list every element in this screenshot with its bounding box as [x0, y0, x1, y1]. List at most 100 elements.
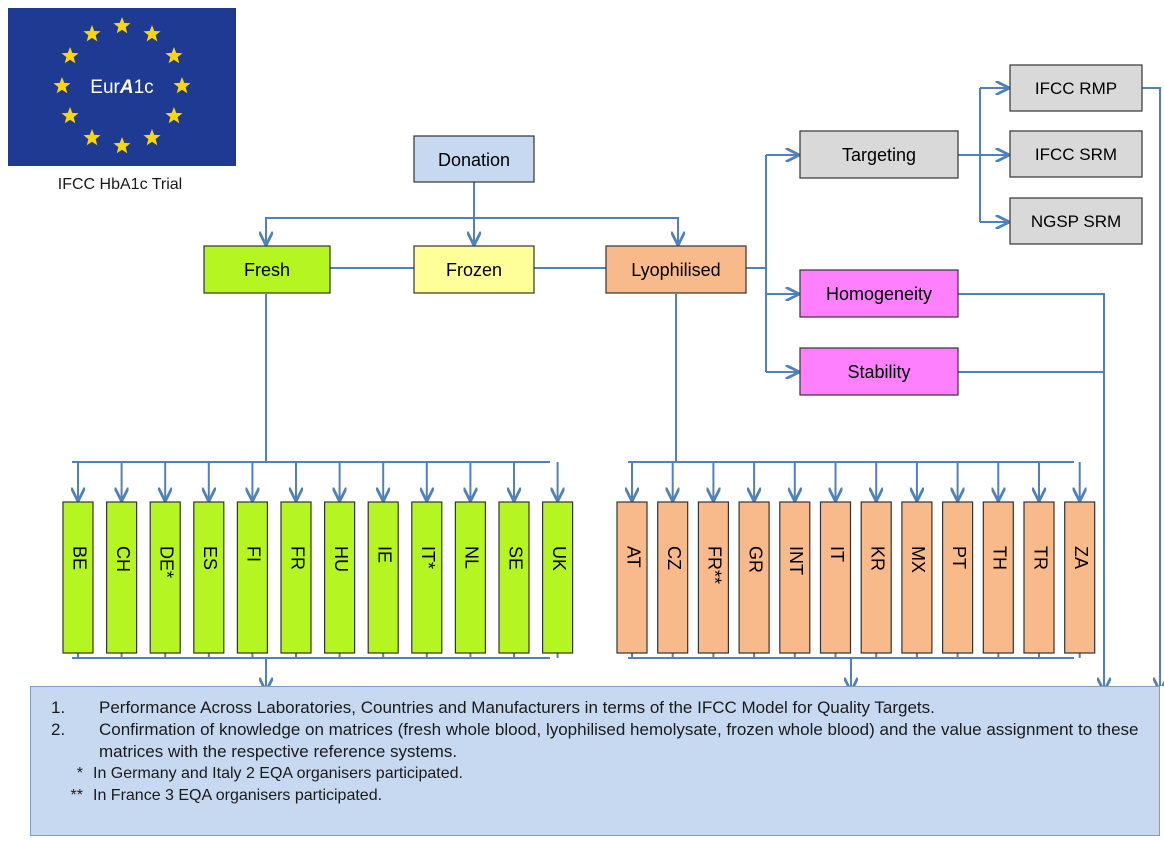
country-box-rect [982, 501, 1014, 654]
fresh-country-box: DE* [149, 501, 181, 654]
star-icon [143, 128, 161, 146]
footnote-item: ** In France 3 EQA organisers participat… [43, 785, 1147, 807]
country-box-rect [280, 501, 312, 654]
lyophilised-label: Lyophilised [631, 260, 720, 280]
star-icon [113, 17, 131, 34]
eu-stars-ring [53, 17, 191, 154]
fresh-country-box: CH [105, 501, 138, 654]
country-box-rect [498, 501, 530, 654]
fresh-country-box: BE [62, 501, 94, 654]
country-code: HU [331, 546, 351, 572]
country-box-rect [411, 501, 443, 654]
note-item: 1. Performance Across Laboratories, Coun… [43, 697, 1147, 719]
country-code: TR [1030, 546, 1050, 570]
country-box-rect [149, 501, 181, 654]
footnote-text: In France 3 EQA organisers participated. [93, 787, 383, 804]
ifcc-rmp-label: IFCC RMP [1035, 79, 1117, 98]
note-number: 1. [51, 698, 66, 717]
fresh-label: Fresh [244, 260, 290, 280]
fresh-country-box: IT* [411, 501, 443, 654]
country-code: TH [990, 546, 1010, 570]
fresh-country-box: ES [193, 501, 225, 654]
note-item: 2. Confirmation of knowledge on matrices… [43, 719, 1147, 763]
lyophilised-country-box: ZA [1064, 501, 1096, 654]
ifcc-rmp-box: IFCC RMP [1009, 64, 1143, 112]
logo-text: EurA1c [90, 77, 153, 98]
footnote-mark: * [76, 765, 83, 782]
country-code: GR [745, 546, 765, 573]
note-number: 2. [51, 720, 66, 739]
note-text: Confirmation of knowledge on matrices (f… [99, 720, 1139, 761]
country-box-rect [779, 501, 811, 654]
country-box-rect [236, 501, 268, 654]
fresh-country-box: FR [280, 501, 312, 654]
homogeneity-box: Homogeneity [799, 269, 959, 318]
country-code: SE [505, 546, 525, 570]
country-box-rect [193, 501, 225, 654]
fresh-box: Fresh [203, 245, 331, 294]
country-box-rect [1023, 501, 1055, 654]
country-code: DE* [156, 546, 176, 578]
country-code: IT* [418, 546, 438, 569]
country-code: NL [462, 546, 482, 569]
country-box-rect [941, 501, 974, 654]
country-box-rect [901, 501, 933, 654]
country-box-rect [324, 501, 356, 654]
country-code: CZ [664, 546, 684, 570]
country-code: FR [287, 546, 307, 570]
conclusions-panel: 1. Performance Across Laboratories, Coun… [30, 686, 1160, 836]
country-code: FI [244, 546, 264, 562]
star-icon [53, 77, 71, 94]
star-icon [61, 47, 79, 64]
country-code: IT [827, 546, 847, 562]
lyophilised-country-box: FR** [697, 501, 730, 654]
lyophilised-country-box: PT [941, 501, 974, 654]
star-icon [173, 77, 191, 94]
country-box-rect [62, 501, 94, 654]
fresh-country-box: IE [367, 501, 399, 654]
lyophilised-box: Lyophilised [605, 245, 747, 294]
country-code: ES [200, 546, 220, 570]
frozen-label: Frozen [446, 260, 502, 280]
lyophilised-country-box: TH [982, 501, 1014, 654]
lyophilised-country-box: IT [819, 501, 852, 654]
country-box-rect [616, 501, 648, 654]
donation-label: Donation [438, 150, 510, 170]
frozen-box: Frozen [413, 245, 535, 294]
country-box-rect [541, 501, 574, 654]
lyophilised-country-box: AT [616, 501, 648, 654]
country-code: FR** [705, 546, 725, 584]
ngsp-srm-label: NGSP SRM [1031, 212, 1121, 231]
star-icon [61, 107, 79, 124]
country-code: PT [949, 546, 969, 569]
star-icon [83, 25, 101, 42]
ngsp-srm-box: NGSP SRM [1009, 197, 1143, 245]
ifcc-srm-box: IFCC SRM [1009, 130, 1143, 178]
lyophilised-country-box: GR [738, 501, 770, 654]
country-code: ZA [1071, 546, 1091, 569]
note-text: Performance Across Laboratories, Countri… [99, 698, 935, 717]
star-icon [143, 25, 161, 42]
ifcc-srm-label: IFCC SRM [1035, 145, 1117, 164]
flow-diagram: EurA1c [8, 8, 1164, 686]
star-icon [165, 107, 183, 124]
lyophilised-country-box: TR [1023, 501, 1055, 654]
fresh-country-box: FI [236, 501, 268, 654]
country-box-rect [454, 501, 486, 654]
country-code: IE [374, 546, 394, 563]
country-code: AT [623, 546, 643, 568]
country-box-rect [367, 501, 399, 654]
fresh-country-box: SE [498, 501, 530, 654]
country-code: MX [908, 546, 928, 573]
connectors [72, 88, 1160, 686]
fresh-country-box: NL [454, 501, 486, 654]
country-box-rect [1064, 501, 1096, 654]
fresh-country-box: HU [324, 501, 356, 654]
eura1c-logo: EurA1c [8, 8, 236, 166]
lyophilised-country-box: MX [901, 501, 933, 654]
country-code: KR [867, 546, 887, 571]
homogeneity-label: Homogeneity [826, 284, 932, 304]
targeting-box: Targeting [799, 130, 959, 179]
